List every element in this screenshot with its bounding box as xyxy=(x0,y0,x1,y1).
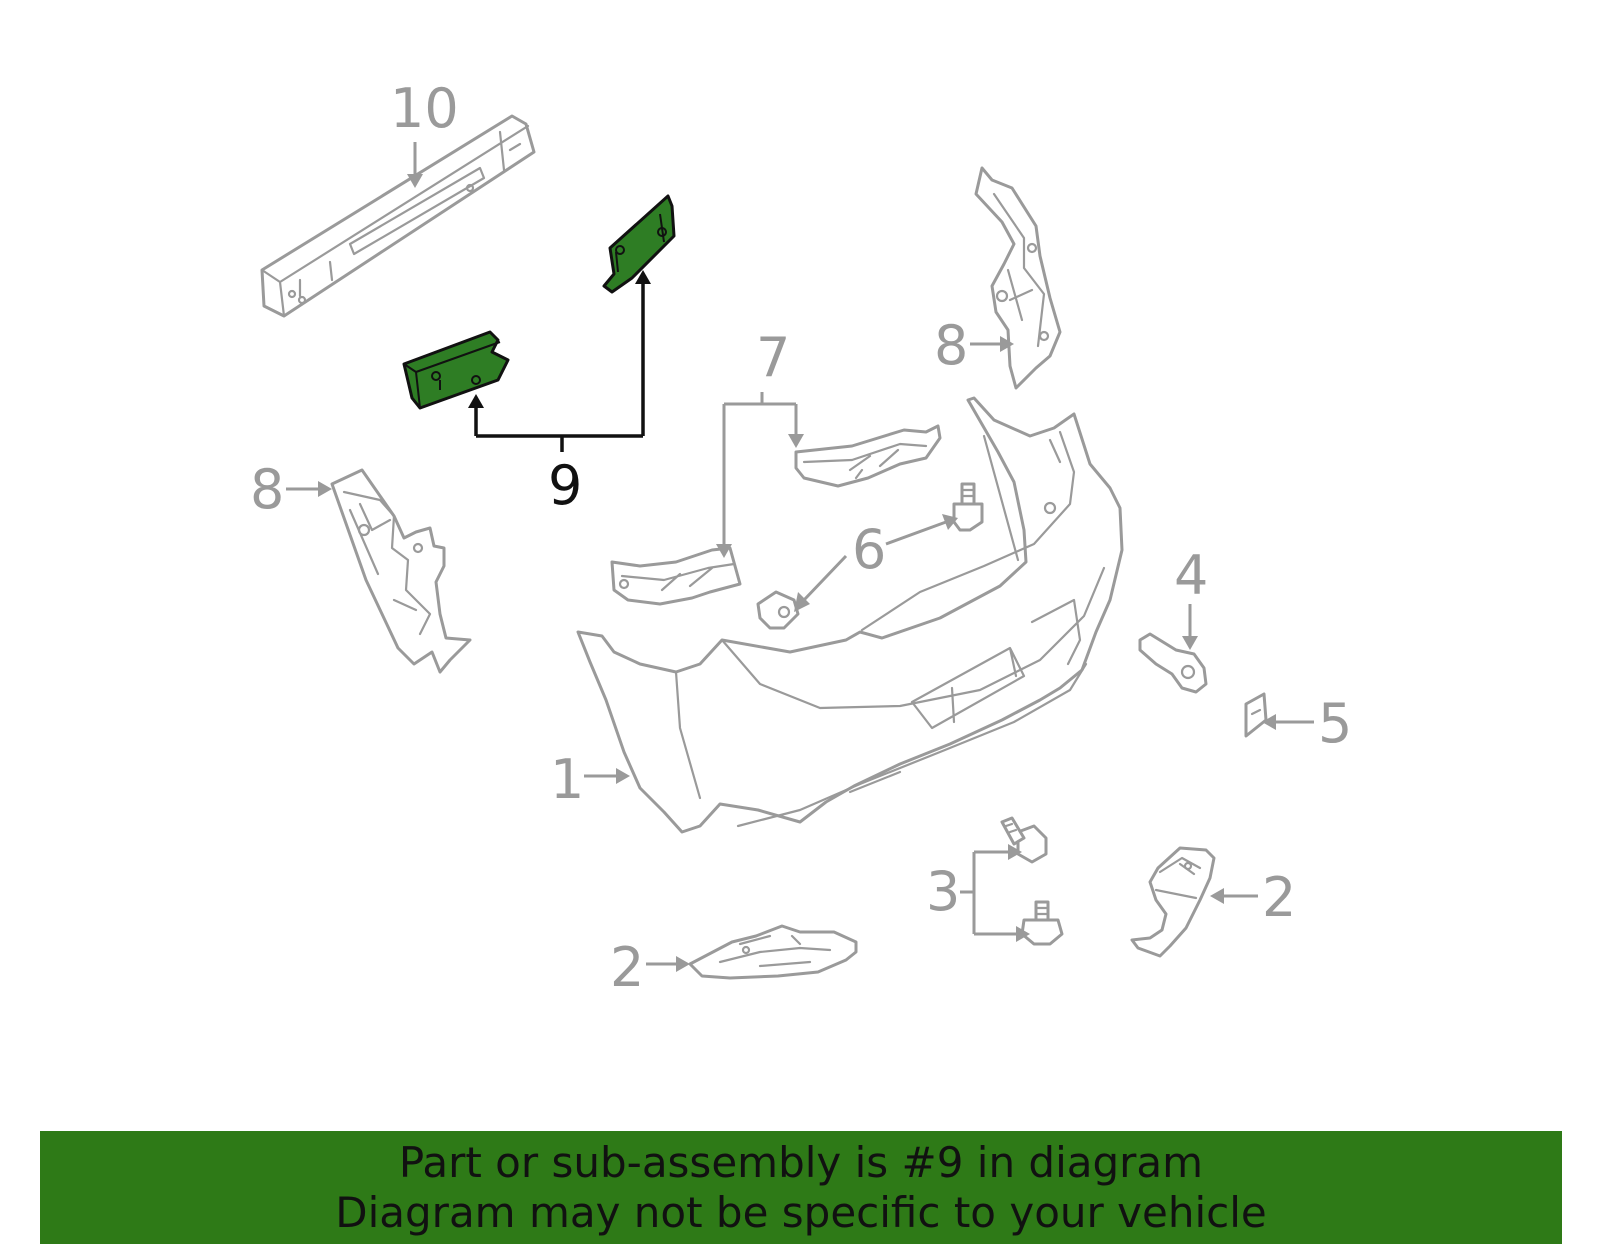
info-banner: Part or sub-assembly is #9 in diagram Di… xyxy=(40,1131,1562,1244)
leader-9 xyxy=(468,270,651,452)
callout-3: 3 xyxy=(926,860,960,923)
leader-3 xyxy=(960,844,1030,942)
part-6-clip xyxy=(756,590,800,630)
part-4-clip xyxy=(1138,632,1208,694)
leader-2-right xyxy=(1210,888,1258,904)
leader-6 xyxy=(794,514,958,612)
callout-8-left: 8 xyxy=(250,458,284,521)
leader-10 xyxy=(407,142,423,188)
callout-10: 10 xyxy=(390,77,459,140)
part-5-clip xyxy=(1244,692,1268,738)
part-6-bolt xyxy=(952,482,984,532)
callout-8-right: 8 xyxy=(934,314,968,377)
callout-7: 7 xyxy=(756,326,790,389)
part-3-bolt-lower xyxy=(1020,900,1064,946)
part-2-bracket-left xyxy=(688,924,858,980)
callout-1: 1 xyxy=(550,748,584,811)
leader-1 xyxy=(584,768,630,784)
callout-6: 6 xyxy=(852,518,886,581)
callout-2-left: 2 xyxy=(610,936,644,999)
leader-4 xyxy=(1182,604,1198,650)
parts-diagram: 10 9 8 8 7 6 1 4 5 3 2 2 xyxy=(250,77,1352,999)
leader-2-left xyxy=(646,956,690,972)
part-2-bracket-right xyxy=(1130,846,1216,958)
part-9-bracket-left xyxy=(402,330,510,410)
leader-5 xyxy=(1262,714,1314,730)
callout-4: 4 xyxy=(1174,544,1208,607)
part-7-retainer-lower xyxy=(610,546,742,606)
leader-7 xyxy=(716,392,804,558)
callout-2-right: 2 xyxy=(1262,866,1296,929)
banner-line-2: Diagram may not be specific to your vehi… xyxy=(335,1188,1267,1237)
part-7-retainer-upper xyxy=(794,424,942,488)
banner-line-1: Part or sub-assembly is #9 in diagram xyxy=(398,1138,1204,1187)
part-1-bumper-cover xyxy=(576,396,1124,834)
part-10-reinforcement xyxy=(260,114,536,318)
callout-9: 9 xyxy=(548,454,582,517)
callout-5: 5 xyxy=(1318,692,1352,755)
part-8-side-bracket-right xyxy=(974,166,1062,390)
part-9-bracket-right xyxy=(602,194,676,294)
leader-8-right xyxy=(970,336,1014,352)
part-8-side-bracket-left xyxy=(330,468,472,674)
leader-8-left xyxy=(286,481,332,497)
